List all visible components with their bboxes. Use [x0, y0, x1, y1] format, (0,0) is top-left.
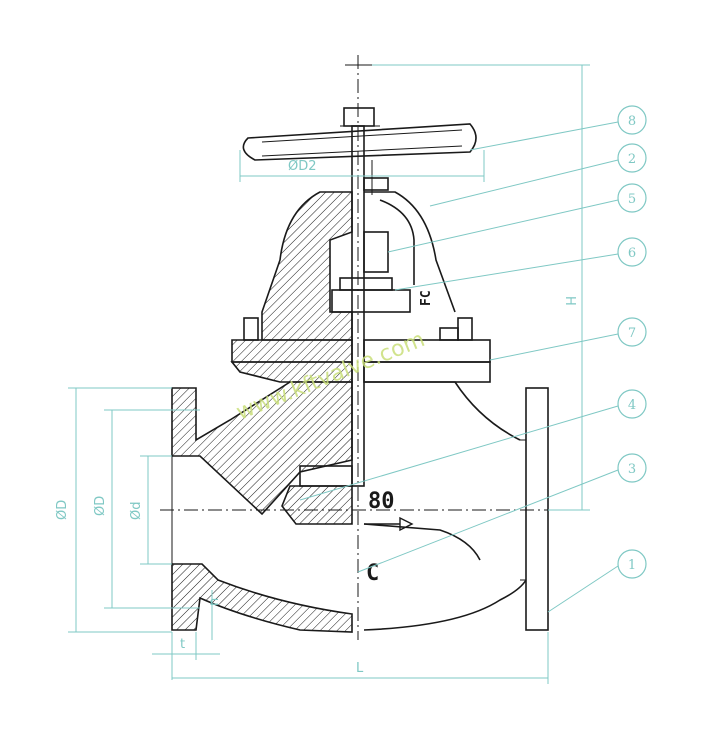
balloon-6-label: 6	[628, 246, 636, 261]
balloon-6: 6	[617, 237, 647, 267]
balloon-7: 7	[617, 317, 647, 347]
balloon-1-label: 1	[628, 558, 636, 573]
balloon-8: 8	[617, 105, 647, 135]
handwheel	[242, 107, 477, 161]
balloon-3: 3	[617, 453, 647, 483]
balloon-5: 5	[617, 183, 647, 213]
balloon-1: 1	[617, 549, 647, 579]
fc-marking: FC	[419, 290, 434, 306]
leader-lines	[299, 121, 619, 613]
balloon-3-label: 3	[628, 462, 636, 477]
balloon-5-label: 5	[628, 192, 636, 207]
dim-bore-dia: Ød	[129, 502, 144, 520]
dim-raised-face: n	[207, 598, 222, 606]
bonnet	[261, 191, 456, 341]
size-marking: 80	[368, 489, 395, 514]
balloon-7-label: 7	[628, 326, 636, 341]
dimension-lines	[68, 64, 590, 684]
center-lines	[160, 55, 570, 640]
balloon-4: 4	[617, 389, 647, 419]
valve-body	[171, 381, 549, 633]
balloon-2: 2	[617, 143, 647, 173]
stem	[351, 125, 389, 487]
dim-height: H	[562, 296, 577, 306]
dim-bolt-circle: ØD	[93, 496, 108, 516]
dim-length: L	[356, 661, 364, 676]
dim-handwheel-dia: ØD2	[288, 159, 317, 174]
dim-flange-dia: ØD	[55, 500, 70, 520]
balloon-4-label: 4	[628, 398, 636, 413]
flow-arrow	[364, 516, 414, 532]
balloon-8-label: 8	[628, 114, 636, 129]
dim-flange-thickness: t	[180, 637, 185, 652]
balloon-2-label: 2	[628, 152, 636, 167]
